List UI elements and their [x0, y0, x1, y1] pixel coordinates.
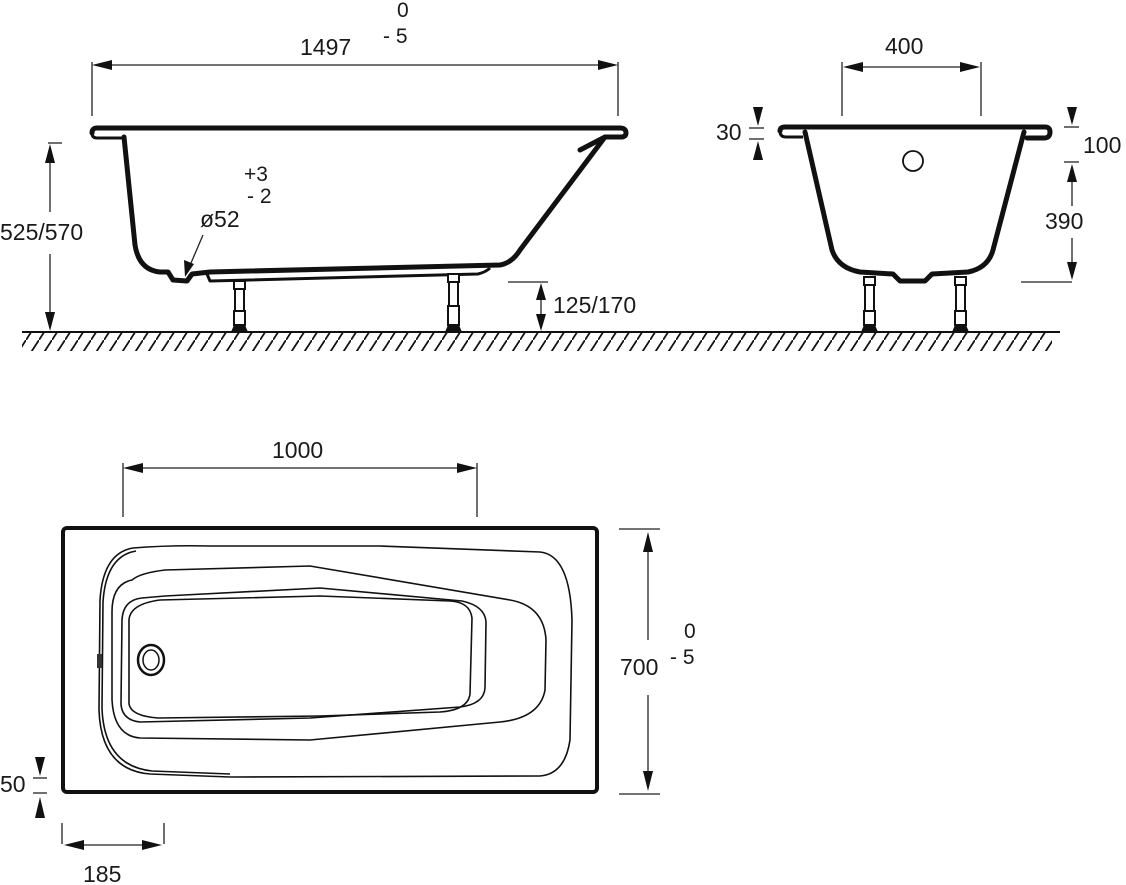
overflow-hole [902, 150, 924, 172]
length-tol-lower: - 5 [383, 25, 408, 48]
end-view: 400 30 100 390 [716, 33, 1121, 332]
drain-value: ø52 [200, 206, 240, 232]
floor-line [22, 331, 1060, 351]
leg-height-value: 125/170 [553, 292, 636, 318]
dimension-leg-height: 125/170 [508, 281, 636, 331]
leg-left [231, 280, 248, 332]
side-view: 1497 0 - 5 525/570 125/170 ø52 +3 [0, 0, 636, 332]
dimension-top-width: 400 [841, 33, 982, 116]
rim-offset-value: 50 [0, 771, 26, 797]
width-tol-upper: 0 [684, 620, 696, 643]
overflow-fitting [97, 654, 102, 668]
total-height-value: 525/570 [0, 219, 83, 245]
dimension-inner-length: 1000 [122, 437, 478, 517]
dimension-rim-thickness: 30 [716, 107, 764, 160]
plan-outer-rim [61, 526, 599, 794]
drain-offset-value: 185 [83, 861, 121, 885]
width-tol-lower: - 5 [670, 646, 695, 669]
dimension-width: 700 0 - 5 [619, 528, 696, 795]
overflow-offset-value: 100 [1083, 132, 1121, 158]
length-tol-upper: 0 [397, 0, 409, 22]
depth-value: 390 [1045, 208, 1083, 234]
width-value: 700 [620, 654, 658, 680]
top-width-value: 400 [885, 33, 923, 59]
dimension-drain-offset: 185 [61, 823, 165, 885]
length-value: 1497 [300, 34, 351, 60]
leg-right [445, 273, 462, 332]
dimension-drain: ø52 +3 - 2 [184, 163, 272, 277]
drain-tol-upper: +3 [244, 163, 268, 186]
dimension-length: 1497 0 - 5 [91, 0, 619, 116]
plan-view: 1000 700 0 - 5 50 [0, 437, 696, 885]
rim-thickness-value: 30 [716, 119, 742, 145]
drain-tol-lower: - 2 [247, 185, 272, 208]
dimension-rim-offset: 50 [0, 757, 47, 818]
end-leg-right [952, 276, 969, 332]
plan-drain [136, 643, 166, 677]
end-leg-left [861, 276, 878, 332]
inner-length-value: 1000 [272, 437, 323, 463]
dimension-depth: 390 [1021, 164, 1083, 283]
dimension-total-height: 525/570 [0, 142, 83, 331]
dimension-overflow-offset: 100 [1064, 107, 1121, 163]
